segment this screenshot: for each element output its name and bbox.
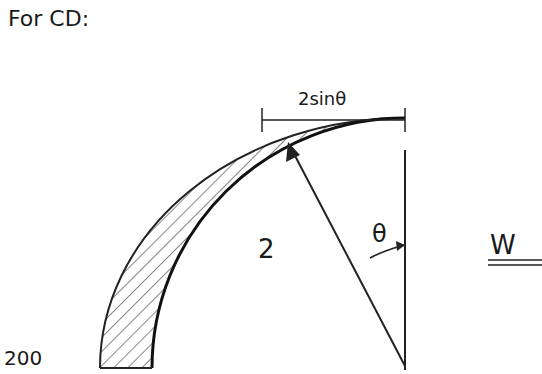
outer-arc <box>100 118 405 368</box>
dimension-line <box>262 119 405 121</box>
base-line <box>100 367 152 369</box>
underline <box>488 264 542 266</box>
load-value: 200 <box>4 348 42 368</box>
underline <box>488 259 542 261</box>
inner-arc <box>152 118 405 368</box>
radius-label: 2 <box>258 236 275 262</box>
radius-arrowhead <box>286 142 300 162</box>
angle-label: θ <box>372 222 387 246</box>
radius-line <box>292 150 405 366</box>
dimension-tick <box>404 108 406 132</box>
dimension-tick <box>261 108 263 132</box>
hatched-band <box>100 118 405 368</box>
load-symbol: W <box>490 232 516 258</box>
angle-arrowhead <box>396 241 405 251</box>
section-heading: For CD: <box>8 8 89 30</box>
dimension-label: 2sinθ <box>298 90 346 108</box>
vertical-line <box>404 150 406 370</box>
